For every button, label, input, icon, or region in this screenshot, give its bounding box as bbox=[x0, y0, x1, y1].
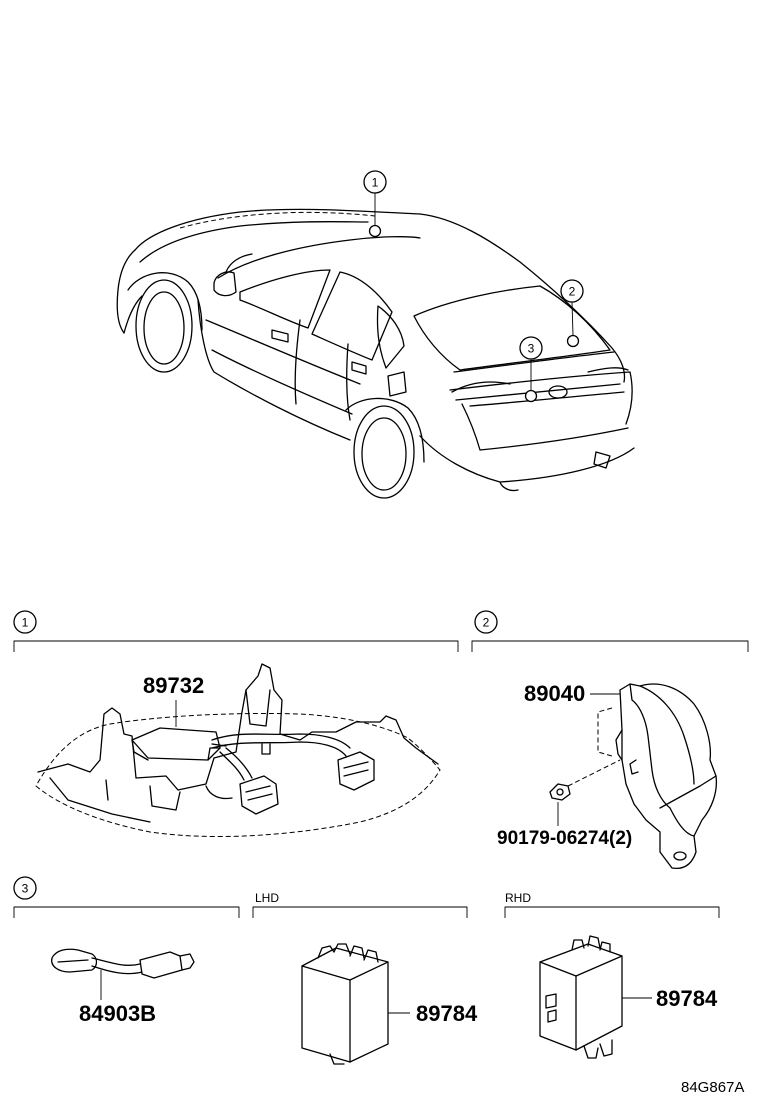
section-3-number: 3 bbox=[22, 882, 29, 896]
callout-3-number: 3 bbox=[528, 342, 535, 356]
section-2-number: 2 bbox=[483, 616, 490, 630]
section-3: 3 bbox=[13, 876, 720, 1065]
callout-2-number: 2 bbox=[569, 285, 576, 299]
part-84903b[interactable]: 84903B bbox=[79, 1001, 156, 1026]
vehicle-illustration bbox=[116, 193, 635, 499]
section-1: 1 bbox=[13, 610, 459, 838]
lhd-label: LHD bbox=[255, 891, 279, 905]
section-1-number: 1 bbox=[22, 616, 29, 630]
part-89732[interactable]: 89732 bbox=[143, 673, 204, 698]
part-89784-lhd[interactable]: 89784 bbox=[416, 1001, 478, 1026]
section-2: 2 bbox=[471, 610, 749, 870]
part-90179-06274[interactable]: 90179-06274(2) bbox=[497, 828, 632, 849]
diagram-code: 84G867A bbox=[681, 1079, 744, 1096]
part-89784-rhd[interactable]: 89784 bbox=[656, 986, 718, 1011]
callout-2[interactable]: 2 bbox=[560, 279, 584, 303]
callout-3[interactable]: 3 bbox=[519, 336, 543, 360]
callout-1-number: 1 bbox=[372, 176, 379, 190]
rhd-label: RHD bbox=[505, 891, 531, 905]
callout-1[interactable]: 1 bbox=[363, 170, 387, 194]
part-89040[interactable]: 89040 bbox=[524, 681, 585, 706]
